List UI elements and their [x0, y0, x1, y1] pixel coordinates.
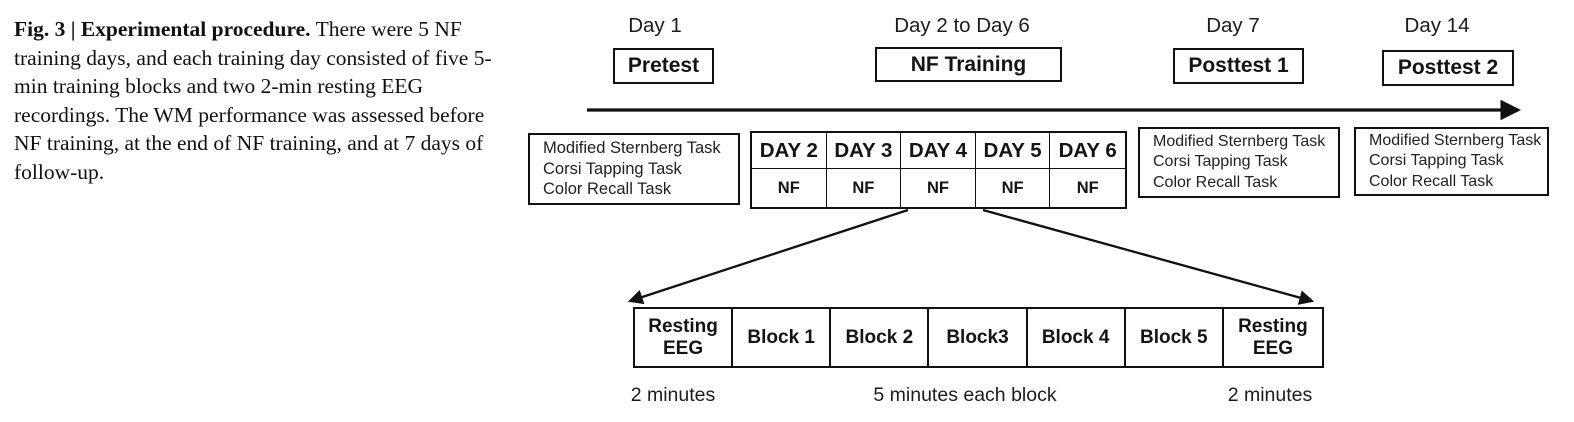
- day-label-day14: Day 14: [1404, 14, 1470, 37]
- day-label-day7: Day 7: [1206, 14, 1260, 37]
- session-detail-row: Resting EEG Block 1 Block 2 Block3 Block…: [633, 307, 1324, 368]
- duration-label-left: 2 minutes: [630, 384, 716, 406]
- duration-label-right: 2 minutes: [1227, 384, 1313, 406]
- nf-training-day-table: DAY 2 DAY 3 DAY 4 DAY 5 DAY 6 NF NF NF N…: [750, 131, 1127, 209]
- figure-caption-label: Fig. 3 | Experimental procedure.: [14, 17, 311, 41]
- session-cell-block: Block 4: [1028, 309, 1126, 366]
- day-header-cell: DAY 3: [826, 133, 902, 169]
- session-cell-block: Block 1: [733, 309, 832, 366]
- expansion-line-left: [627, 208, 909, 305]
- figure-caption-body: There were 5 NF training days, and each …: [14, 17, 492, 184]
- figure-caption: Fig. 3 | Experimental procedure. There w…: [14, 15, 510, 187]
- task-item: Corsi Tapping Task: [1369, 152, 1504, 170]
- task-item: Modified Sternberg Task: [543, 138, 721, 157]
- task-item: Corsi Tapping Task: [1153, 153, 1288, 171]
- task-item: Color Recall Task: [1369, 172, 1494, 190]
- task-item: Modified Sternberg Task: [1153, 133, 1326, 151]
- task-box-posttest2: Modified Sternberg Task Corsi Tapping Ta…: [1354, 127, 1549, 196]
- nf-session-cell: NF: [901, 169, 976, 207]
- nf-session-cell: NF: [976, 169, 1051, 207]
- day-label-day1: Day 1: [628, 14, 682, 37]
- task-box-posttest1: Modified Sternberg Task Corsi Tapping Ta…: [1138, 127, 1340, 198]
- session-cell-block: Block 5: [1126, 309, 1224, 366]
- session-cell-block: Block 2: [831, 309, 930, 366]
- phase-box-nf-training: NF Training: [875, 47, 1062, 82]
- task-item: Modified Sternberg Task: [1369, 132, 1542, 150]
- duration-label-middle: 5 minutes each block: [873, 384, 1057, 406]
- nf-session-cell: NF: [1076, 178, 1099, 197]
- session-cell-block: Block3: [929, 309, 1028, 366]
- phase-box-posttest1: Posttest 1: [1173, 48, 1304, 84]
- day-header-cell: DAY 5: [975, 133, 1051, 169]
- day-header-cell: DAY 2: [752, 133, 827, 169]
- task-item: Color Recall Task: [1153, 173, 1278, 191]
- task-box-pretest: Modified Sternberg Task Corsi Tapping Ta…: [528, 133, 740, 205]
- nf-session-cell: NF: [752, 169, 827, 207]
- phase-box-posttest2: Posttest 2: [1382, 50, 1514, 86]
- task-item: Color Recall Task: [543, 180, 672, 199]
- task-item: Corsi Tapping Task: [543, 159, 682, 178]
- day-header-cell: DAY 6: [1050, 133, 1125, 169]
- day-header-cell: DAY 4: [901, 133, 976, 169]
- expansion-line-right: [982, 208, 1315, 305]
- nf-session-cell: NF: [827, 169, 902, 207]
- session-cell-resting-eeg: Resting EEG: [1238, 316, 1308, 359]
- phase-box-pretest: Pretest: [613, 48, 714, 84]
- session-cell-resting-eeg: Resting EEG: [635, 309, 734, 366]
- day-label-day2to6: Day 2 to Day 6: [894, 14, 1030, 37]
